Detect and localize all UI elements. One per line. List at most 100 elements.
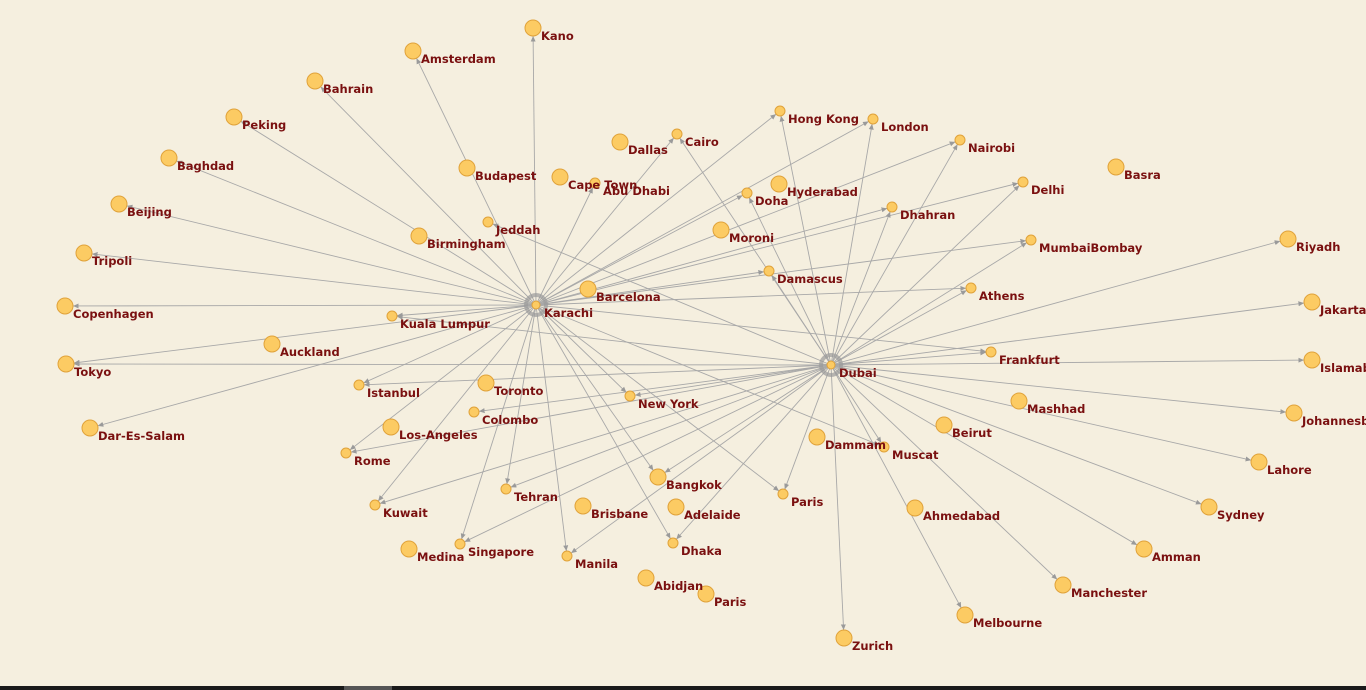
node-dammam[interactable] bbox=[808, 428, 826, 446]
edge-dubai-to-new-york bbox=[634, 364, 832, 397]
node-manchester[interactable] bbox=[1054, 576, 1072, 594]
node-hong-kong[interactable] bbox=[774, 105, 786, 117]
node-dhahran[interactable] bbox=[886, 201, 898, 213]
node-tokyo[interactable] bbox=[57, 355, 75, 373]
node-ahmedabad[interactable] bbox=[906, 499, 924, 517]
node-los-angeles[interactable] bbox=[382, 418, 400, 436]
edge-dubai-to-bangkok bbox=[664, 364, 832, 474]
node-lahore[interactable] bbox=[1250, 453, 1268, 471]
node-nairobi[interactable] bbox=[954, 134, 966, 146]
node-moroni[interactable] bbox=[712, 221, 730, 239]
node-doha[interactable] bbox=[741, 187, 753, 199]
edge-dubai-to-rome bbox=[350, 364, 832, 454]
label-singapore: Singapore bbox=[468, 545, 534, 559]
edge-dubai-to-amman bbox=[830, 364, 1138, 546]
node-damascus[interactable] bbox=[763, 265, 775, 277]
node-kuwait[interactable] bbox=[369, 499, 381, 511]
node-beirut[interactable] bbox=[935, 416, 953, 434]
node-mumbaibombay[interactable] bbox=[1025, 234, 1037, 246]
node-athens[interactable] bbox=[965, 282, 977, 294]
edge-dubai-to-damascus bbox=[771, 274, 832, 366]
edge-karachi-to-kano bbox=[530, 35, 537, 306]
node-amsterdam[interactable] bbox=[404, 42, 422, 60]
edge-dubai-to-singapore bbox=[464, 364, 832, 543]
node-beijing[interactable] bbox=[110, 195, 128, 213]
label-hong-kong: Hong Kong bbox=[788, 112, 859, 126]
label-johannesburg: Johannesburg bbox=[1301, 414, 1366, 428]
node-bahrain[interactable] bbox=[306, 72, 324, 90]
label-bahrain: Bahrain bbox=[323, 82, 373, 96]
node-tehran[interactable] bbox=[500, 483, 512, 495]
node-hyderabad[interactable] bbox=[770, 175, 788, 193]
node-auckland[interactable] bbox=[263, 335, 281, 353]
node-riyadh[interactable] bbox=[1279, 230, 1297, 248]
edge-karachi-to-tripoli bbox=[91, 252, 537, 306]
node-medina[interactable] bbox=[400, 540, 418, 558]
node-zurich[interactable] bbox=[835, 629, 853, 647]
label-adelaide: Adelaide bbox=[684, 508, 741, 522]
node-frankfurt[interactable] bbox=[985, 346, 997, 358]
node-budapest[interactable] bbox=[458, 159, 476, 177]
node-muscat[interactable] bbox=[878, 441, 890, 453]
horizontal-scrollbar[interactable] bbox=[0, 686, 1366, 690]
label-delhi: Delhi bbox=[1031, 183, 1064, 197]
node-dallas[interactable] bbox=[611, 133, 629, 151]
node-bangkok[interactable] bbox=[649, 468, 667, 486]
node-amman[interactable] bbox=[1135, 540, 1153, 558]
label-tripoli: Tripoli bbox=[92, 254, 132, 268]
label-medina: Medina bbox=[417, 550, 464, 564]
node-copenhagen[interactable] bbox=[56, 297, 74, 315]
node-baghdad[interactable] bbox=[160, 149, 178, 167]
node-tripoli[interactable] bbox=[75, 244, 93, 262]
label-dhaka: Dhaka bbox=[681, 544, 722, 558]
node-paris[interactable] bbox=[697, 585, 715, 603]
node-cape-town[interactable] bbox=[551, 168, 569, 186]
node-barcelona[interactable] bbox=[579, 280, 597, 298]
node-peking[interactable] bbox=[225, 108, 243, 126]
label-frankfurt: Frankfurt bbox=[999, 353, 1060, 367]
node-delhi[interactable] bbox=[1017, 176, 1029, 188]
label-new-york: New York bbox=[638, 397, 699, 411]
node-dhaka[interactable] bbox=[667, 537, 679, 549]
node-mashhad[interactable] bbox=[1010, 392, 1028, 410]
node-sydney[interactable] bbox=[1200, 498, 1218, 516]
node-london[interactable] bbox=[867, 113, 879, 125]
node-jeddah[interactable] bbox=[482, 216, 494, 228]
node-melbourne[interactable] bbox=[956, 606, 974, 624]
node-istanbul[interactable] bbox=[353, 379, 365, 391]
node-manila[interactable] bbox=[561, 550, 573, 562]
node-kuala-lumpur[interactable] bbox=[386, 310, 398, 322]
node-cairo[interactable] bbox=[671, 128, 683, 140]
edge-karachi-to-new-york bbox=[535, 304, 627, 393]
node-basra[interactable] bbox=[1107, 158, 1125, 176]
node-toronto[interactable] bbox=[477, 374, 495, 392]
node-new-york[interactable] bbox=[624, 390, 636, 402]
node-kano[interactable] bbox=[524, 19, 542, 37]
node-islamabad[interactable] bbox=[1303, 351, 1321, 369]
node-brisbane[interactable] bbox=[574, 497, 592, 515]
node-adelaide[interactable] bbox=[667, 498, 685, 516]
node-birmingham[interactable] bbox=[410, 227, 428, 245]
node-abidjan[interactable] bbox=[637, 569, 655, 587]
node-dubai[interactable] bbox=[826, 360, 836, 370]
edge-karachi-to-athens bbox=[535, 285, 967, 306]
node-paris[interactable] bbox=[777, 488, 789, 500]
hub-ring-dubai bbox=[819, 353, 843, 377]
label-kano: Kano bbox=[541, 29, 574, 43]
label-nairobi: Nairobi bbox=[968, 141, 1015, 155]
node-colombo[interactable] bbox=[468, 406, 480, 418]
node-karachi[interactable] bbox=[531, 300, 541, 310]
node-johannesburg[interactable] bbox=[1285, 404, 1303, 422]
edge-karachi-to-istanbul bbox=[363, 304, 537, 384]
edge-dubai-to-doha bbox=[748, 197, 832, 366]
edge-dubai-to-islamabad bbox=[830, 357, 1305, 366]
node-dar-es-salam[interactable] bbox=[81, 419, 99, 437]
node-abu-dhabi[interactable] bbox=[589, 177, 601, 189]
label-riyadh: Riyadh bbox=[1296, 240, 1340, 254]
edge-karachi-to-frankfurt bbox=[535, 304, 987, 354]
node-rome[interactable] bbox=[340, 447, 352, 459]
node-singapore[interactable] bbox=[454, 538, 466, 550]
label-cape-town: Cape Town bbox=[568, 178, 637, 192]
scrollbar-thumb[interactable] bbox=[344, 686, 392, 690]
node-jakarta[interactable] bbox=[1303, 293, 1321, 311]
